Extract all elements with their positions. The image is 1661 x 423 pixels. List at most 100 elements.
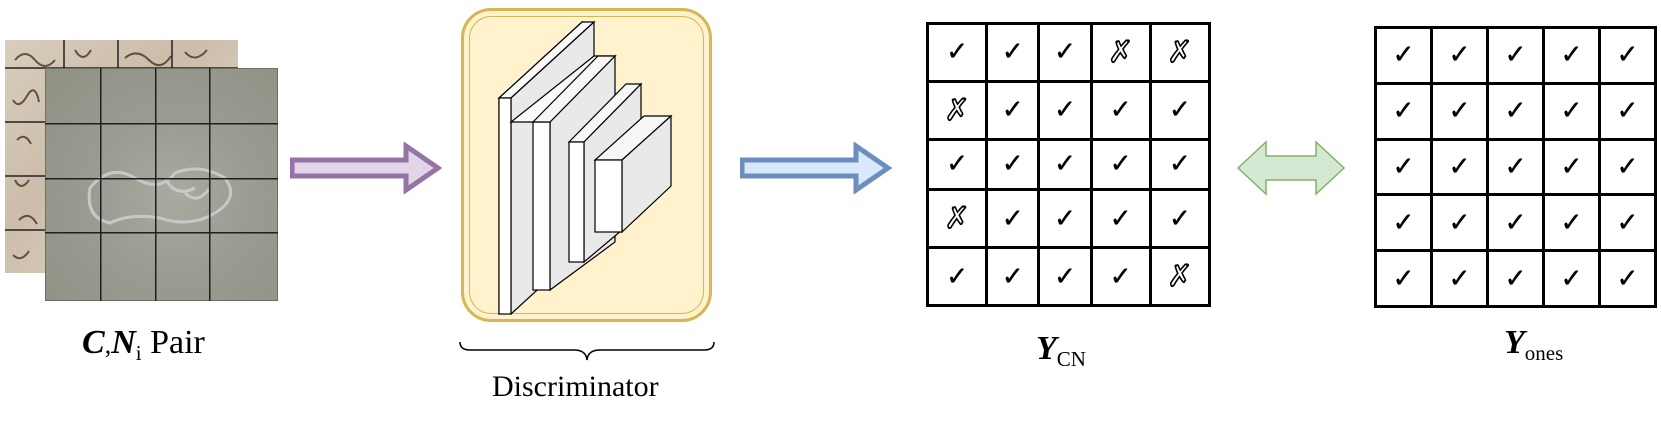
check-icon: ✓: [1504, 263, 1527, 294]
yones-cell: ✓: [1598, 249, 1657, 308]
ycn-matrix: ✓✓✓✗✗✗✓✓✓✓✓✓✓✓✓✗✓✓✓✓✓✓✓✓✗: [925, 22, 1212, 307]
check-icon: ✓: [1054, 37, 1076, 68]
ycn-cell: ✗: [1148, 246, 1212, 307]
n-subscript: i: [135, 341, 142, 365]
yones-matrix: ✓✓✓✓✓✓✓✓✓✓✓✓✓✓✓✓✓✓✓✓✓✓✓✓✓: [1374, 26, 1657, 308]
yones-row: ✓ ✓ ✓ ✓ ✓: [1374, 193, 1657, 253]
yones-y: Y: [1504, 324, 1525, 361]
yones-cell: ✓: [1542, 26, 1601, 85]
check-icon: ✓: [1001, 203, 1024, 234]
check-icon: ✓: [1560, 263, 1583, 294]
n-symbol: N: [111, 324, 136, 361]
yones-cell: ✓: [1542, 137, 1601, 197]
yones-cell: ✓: [1542, 249, 1601, 308]
yones-cell: ✓: [1486, 193, 1545, 253]
check-icon: ✓: [1109, 149, 1132, 180]
check-icon: ✓: [1392, 151, 1415, 182]
ycn-y: Y: [1036, 330, 1057, 367]
ycn-cell: ✓: [1037, 22, 1093, 83]
yones-cell: ✓: [1542, 193, 1601, 253]
ycn-cell: ✓: [1037, 137, 1093, 192]
pair-label: C,Ni Pair: [82, 324, 205, 366]
ycn-cell: ✓: [1148, 79, 1212, 141]
cross-icon: ✗: [1166, 258, 1193, 295]
check-icon: ✓: [1504, 40, 1527, 71]
check-icon: ✓: [946, 37, 968, 68]
yones-cell: ✓: [1486, 137, 1545, 197]
ycn-cell: ✓: [985, 188, 1041, 250]
check-icon: ✓: [1054, 95, 1076, 126]
check-icon: ✓: [1616, 263, 1639, 294]
ycn-row: ✗ ✓ ✓ ✓ ✓: [925, 79, 1212, 141]
c-symbol: C: [82, 324, 105, 361]
arrow-to-discriminator: [290, 142, 442, 194]
check-icon: ✓: [946, 261, 968, 292]
check-icon: ✓: [1168, 95, 1191, 126]
check-icon: ✓: [1448, 151, 1471, 182]
ycn-label: YCN: [1036, 330, 1086, 372]
ycn-cell: ✓: [925, 22, 989, 83]
check-icon: ✓: [1504, 207, 1527, 238]
check-icon: ✓: [1616, 96, 1639, 127]
check-icon: ✓: [1616, 207, 1639, 238]
yones-cell: ✓: [1430, 81, 1489, 141]
check-icon: ✓: [1001, 149, 1024, 180]
pair-text: Pair: [150, 324, 205, 361]
ycn-cell: ✓: [925, 246, 989, 307]
ycn-cell: ✗: [925, 188, 989, 250]
check-icon: ✓: [1109, 203, 1132, 234]
arrow-to-ycn: [740, 142, 892, 194]
check-icon: ✓: [1616, 40, 1639, 71]
ycn-cell: ✓: [1148, 188, 1212, 250]
yones-subscript: ones: [1524, 341, 1564, 365]
ycn-row: ✓ ✓ ✓ ✗ ✗: [925, 22, 1212, 83]
yones-cell: ✓: [1486, 249, 1545, 308]
cross-icon: ✗: [944, 200, 971, 237]
cross-icon: ✗: [944, 92, 971, 129]
ycn-cell: ✓: [985, 246, 1041, 307]
ycn-row: ✓✓✓✓✗: [925, 246, 1212, 307]
check-icon: ✓: [1001, 261, 1024, 292]
yones-row: ✓✓✓✓✓: [1374, 26, 1657, 85]
ycn-cell: ✓: [985, 22, 1041, 83]
ycn-cell: ✓: [1037, 79, 1093, 141]
ycn-row: ✗ ✓ ✓ ✓ ✓: [925, 188, 1212, 250]
yones-cell: ✓: [1598, 193, 1657, 253]
discriminator-label: Discriminator: [492, 370, 659, 403]
yones-label: Yones: [1504, 324, 1563, 366]
cnn-layers-icon: [497, 20, 673, 315]
check-icon: ✓: [1448, 263, 1471, 294]
discriminator-brace: [459, 341, 715, 361]
yones-cell: ✓: [1374, 26, 1433, 85]
check-icon: ✓: [1560, 96, 1583, 127]
ycn-cell: ✓: [1089, 137, 1152, 192]
check-icon: ✓: [1168, 149, 1191, 180]
check-icon: ✓: [1392, 207, 1415, 238]
cross-icon: ✗: [1166, 34, 1193, 71]
ycn-cell: ✓: [1037, 188, 1093, 250]
ycn-cell: ✓: [1089, 79, 1152, 141]
ycn-cell: ✓: [985, 79, 1041, 141]
check-icon: ✓: [1616, 151, 1639, 182]
yones-cell: ✓: [1598, 81, 1657, 141]
ycn-cell: ✗: [925, 79, 989, 141]
yones-cell: ✓: [1374, 193, 1433, 253]
yones-cell: ✓: [1374, 137, 1433, 197]
ycn-cell: ✓: [925, 137, 989, 192]
check-icon: ✓: [1560, 151, 1583, 182]
check-icon: ✓: [1448, 207, 1471, 238]
ycn-cell: ✓: [1037, 246, 1093, 307]
ycn-subscript: CN: [1056, 347, 1086, 371]
check-icon: ✓: [1504, 96, 1527, 127]
check-icon: ✓: [1054, 261, 1076, 292]
check-icon: ✓: [1560, 40, 1583, 71]
cross-icon: ✗: [1107, 34, 1134, 71]
yones-cell: ✓: [1374, 249, 1433, 308]
yones-row: ✓ ✓ ✓ ✓ ✓: [1374, 137, 1657, 197]
check-icon: ✓: [1001, 37, 1024, 68]
ycn-cell: ✗: [1148, 22, 1212, 83]
compare-double-arrow: [1236, 140, 1346, 196]
check-icon: ✓: [1448, 96, 1471, 127]
check-icon: ✓: [1054, 149, 1076, 180]
